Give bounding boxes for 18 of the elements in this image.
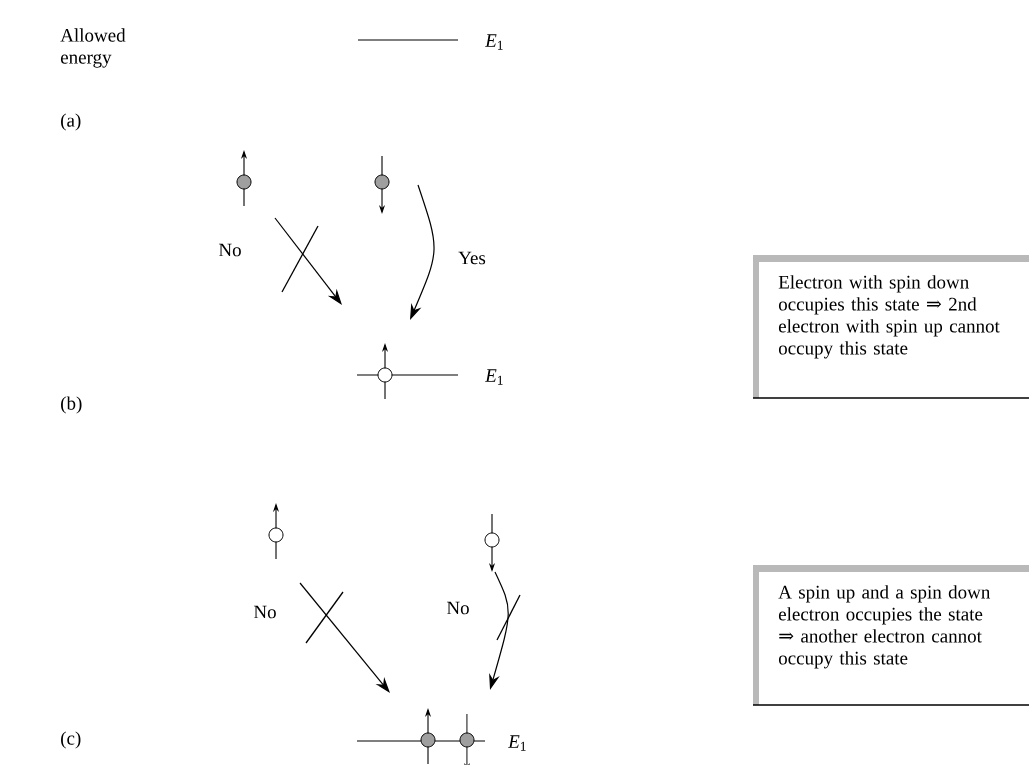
text-label: E$_{1}$: [508, 735, 526, 751]
edge-label: No: [217, 242, 243, 258]
edge-label: Yes: [457, 250, 487, 266]
arrow: [299, 582, 390, 693]
node-label: A spin up and a spin down electron occupies the state ⇒ another electron cannot occupy this state: [778, 585, 991, 669]
electron-symbol: [459, 713, 475, 765]
text-label: Allowed energy: [60, 28, 126, 68]
text-label: (b): [61, 396, 82, 414]
node-label: Electron with spin down occupies this state ⇒ 2nd electron with spin up cannot occupy this state: [778, 275, 1000, 359]
text-label: E$_{1}$: [485, 34, 503, 50]
text-box: A spin up and a spin down electron occupies the state ⇒ another electron cannot occupy this state: [752, 565, 1029, 706]
text-box: Electron with spin down occupies this state ⇒ 2nd electron with spin up cannot occupy this state: [752, 255, 1029, 399]
text-label: E$_{1}$: [485, 369, 503, 385]
text-label: (c): [61, 731, 81, 749]
edge-label: No: [252, 604, 278, 620]
arrow: [274, 217, 342, 305]
text-label: (a): [61, 113, 81, 131]
edge-label: No: [445, 600, 471, 616]
